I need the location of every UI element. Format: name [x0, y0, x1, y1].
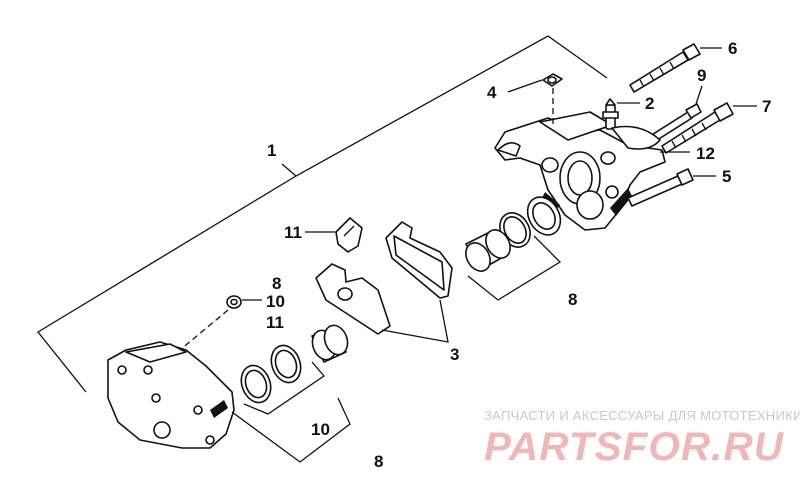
callout-4: 4	[487, 83, 497, 102]
callout-2: 2	[645, 94, 654, 113]
washer-8-10-11	[226, 295, 242, 309]
callout-10-lower: 10	[311, 420, 330, 439]
bracket-8-upper	[467, 235, 562, 301]
dash-lower	[179, 309, 229, 351]
callout-9: 9	[697, 66, 706, 85]
piston-set-upper	[465, 196, 562, 272]
brake-pad-lower	[315, 263, 391, 335]
callout-3: 3	[450, 345, 459, 364]
leader-1	[281, 163, 297, 177]
callout-8-upper: 8	[568, 290, 577, 309]
leader-9	[695, 85, 703, 105]
callout-11-upper: 11	[284, 223, 302, 242]
callout-8-lower: 8	[374, 452, 383, 471]
bracket-10-lower	[243, 361, 325, 415]
spring-clip-11	[335, 217, 363, 253]
watermark-tagline: ЗАПЧАСТИ И АКСЕССУАРЫ ДЛЯ МОТОТЕХНИКИ	[484, 408, 800, 423]
brake-pad-upper	[385, 221, 453, 299]
caliper-body-lower	[107, 341, 235, 449]
bolt-7	[661, 102, 734, 154]
callout-11-mid: 11	[266, 313, 284, 332]
leader-4	[507, 79, 543, 93]
callout-6: 6	[728, 39, 737, 58]
washer-4	[542, 73, 563, 87]
bleeder-valve-2	[602, 98, 619, 130]
bolt-6	[629, 43, 701, 93]
callout-12: 12	[696, 144, 715, 163]
leader-3	[381, 299, 449, 343]
bolt-5	[627, 168, 694, 207]
bracket-8-lower	[231, 397, 351, 463]
callout-5: 5	[722, 167, 731, 186]
pad-pin-12	[611, 125, 661, 150]
callout-1: 1	[267, 141, 276, 160]
watermark-logo: PARTSFOR.RU	[484, 425, 784, 469]
callout-10-mid: 10	[266, 292, 285, 311]
callout-8-mid: 8	[272, 274, 281, 293]
piston-set-lower	[240, 324, 349, 404]
callout-7: 7	[762, 97, 771, 116]
